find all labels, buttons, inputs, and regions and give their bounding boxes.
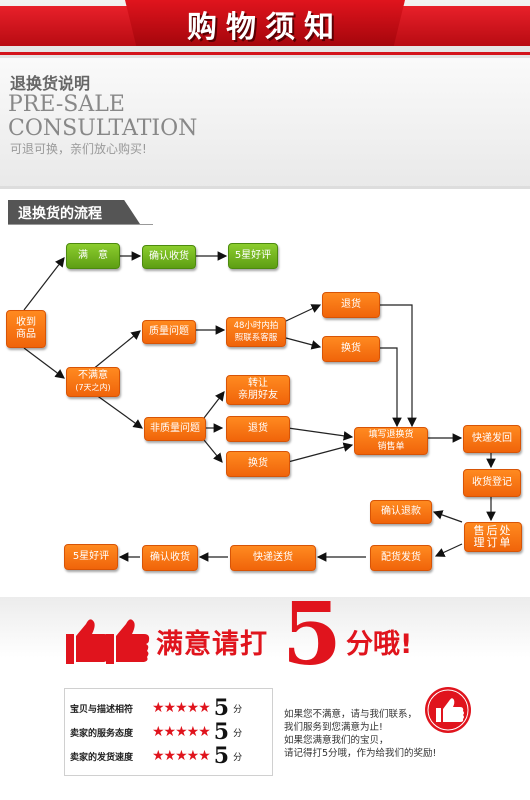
intro-en-line1: PRE-SALE [8,92,125,117]
node-refund: 确认退款 [370,500,432,524]
thumb-badge-icon [425,687,471,733]
promo-headline: 满意请打 [156,629,268,660]
note-line: 如果您满意我们的宝贝， [284,735,389,746]
stars-icon: ★★★★★ [152,700,211,716]
rating-label: 卖家的发货速度 [70,752,134,763]
intro-title: 退换货说明 [10,74,91,93]
page-title: 购物须知 [187,10,343,45]
rating-score: 5 [213,743,230,769]
rating-label: 宝贝与描述相符 [70,704,134,715]
node-contact: 48小时内拍 照联系客服 [226,317,286,347]
node-register: 收货登记 [463,469,521,497]
node-satisfied: 满 意 [66,243,120,269]
note-line: 请记得打5分哦，作为给我们的奖励! [284,748,437,759]
rating-unit: 分 [233,752,243,763]
node-exchange-top: 换货 [322,336,380,362]
section-tab [8,200,140,224]
promo-suffix: 分哦! [346,629,413,660]
promo-big-number: 5 [282,584,342,685]
header-title-tab [125,0,405,46]
section-underline [8,224,153,225]
header-divider [0,52,530,55]
node-confirm-bottom: 确认收货 [142,545,198,571]
node-express-back: 快递发回 [463,425,521,453]
flow-arrows [23,251,496,562]
rating-box [64,688,273,776]
intro-panel [0,58,530,188]
section-title: 退换货的流程 [18,206,102,222]
node-exchange-mid: 换货 [226,451,290,477]
node-five-star-bottom: 5星好评 [64,544,118,570]
node-gift: 转让 亲朋好友 [226,375,290,405]
stars-icon: ★★★★★ [152,748,211,764]
node-return-mid: 退货 [226,416,290,442]
intro-subtitle: 可退可换，亲们放心购买! [10,142,147,156]
node-non-quality: 非质量问题 [144,417,206,441]
note-line: 我们服务到您满意为止! [284,722,383,733]
node-receive: 收到商品 [6,310,46,348]
rating-unit: 分 [233,728,243,739]
rating-unit: 分 [233,704,243,715]
rating-row: 卖家的发货速度 ★★★★★ 5 分 [70,743,270,769]
intro-divider [0,186,530,189]
rating-label: 卖家的服务态度 [70,728,134,739]
node-express-send: 快递送货 [230,545,316,571]
rating-row: 卖家的服务态度 ★★★★★ 5 分 [70,719,270,745]
node-unsatisfied: 不满意 (7天之内) [66,367,120,397]
node-return-top: 退货 [322,292,380,318]
rating-score: 5 [213,695,230,721]
node-confirm-top: 确认收货 [142,245,196,269]
node-five-star-top: 5星好评 [228,243,278,269]
node-fill-form: 填写退换货 销售单 [354,427,428,455]
node-reship: 配货发货 [370,545,432,571]
node-after-sale: 售后处 理订单 [464,522,522,552]
node-quality: 质量问题 [142,320,196,344]
stars-icon: ★★★★★ [152,724,211,740]
intro-en-line2: CONSULTATION [8,116,198,141]
note-line: 如果您不满意，请与我们联系， [284,709,418,720]
rating-row: 宝贝与描述相符 ★★★★★ 5 分 [70,695,270,721]
thumbs-up-icon [66,619,150,664]
rating-score: 5 [213,719,230,745]
